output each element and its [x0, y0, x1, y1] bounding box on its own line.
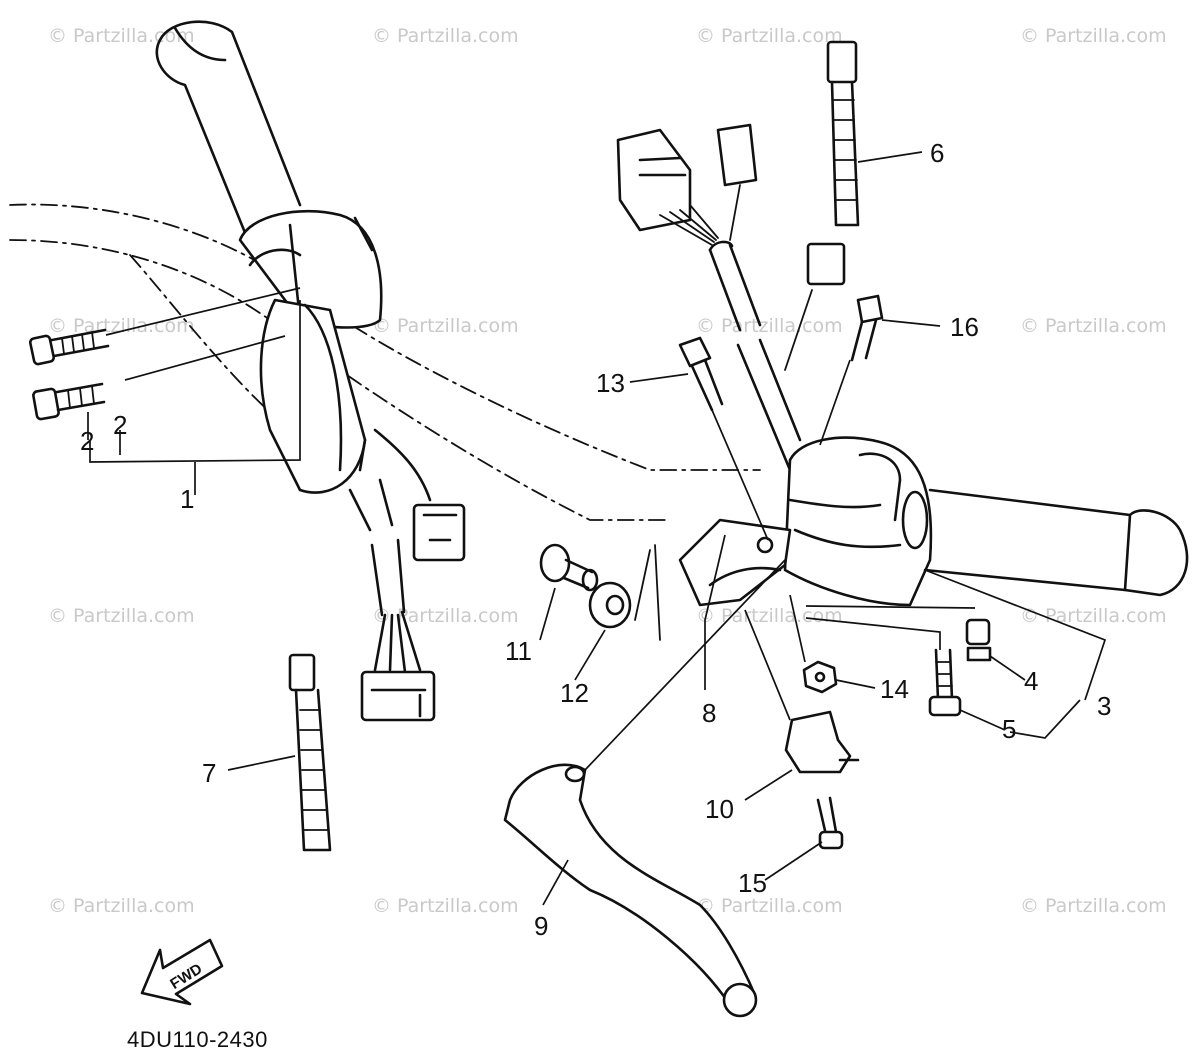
callout-13: 13 [596, 368, 625, 398]
right-switch-housing [783, 436, 933, 607]
screw-4 [965, 618, 992, 662]
lever-bracket-8 [634, 518, 792, 641]
watermark: © Partzilla.com [372, 25, 519, 47]
callout-3: 3 [1097, 691, 1111, 721]
callout-1: 1 [180, 484, 194, 514]
watermark: © Partzilla.com [696, 605, 843, 627]
bolt-16 [850, 294, 884, 362]
callout-4: 4 [1024, 666, 1038, 696]
callout-15: 15 [738, 868, 767, 898]
fwd-arrow: FWD [140, 938, 224, 1006]
bolt-13 [678, 336, 724, 412]
watermark: © Partzilla.com [372, 315, 519, 337]
left-wire-harness [348, 428, 432, 674]
callout-10: 10 [705, 794, 734, 824]
nut-14 [802, 660, 838, 694]
callout-9: 9 [534, 911, 548, 941]
cable-tie-6 [826, 40, 860, 227]
watermark: © Partzilla.com [372, 895, 519, 917]
watermark: © Partzilla.com [696, 25, 843, 47]
screw-15 [816, 796, 844, 850]
drawing-code: 4DU110-2430 [127, 1027, 268, 1052]
right-grip [923, 488, 1189, 597]
harness-connector-small [716, 123, 758, 241]
watermark: © Partzilla.com [372, 605, 519, 627]
connector-left-upper [412, 503, 466, 562]
main-wire-harness [708, 240, 802, 472]
callout-2: 2 [113, 410, 127, 440]
watermark: © Partzilla.com [48, 895, 195, 917]
callout-6: 6 [930, 138, 944, 168]
left-grip [155, 20, 302, 247]
leader-lines [87, 151, 1107, 906]
screw-2-upper [28, 328, 110, 366]
connector-right-small [784, 242, 846, 371]
callout-7: 7 [202, 758, 216, 788]
watermark: © Partzilla.com [48, 315, 195, 337]
callout-14: 14 [880, 674, 909, 704]
watermark: © Partzilla.com [696, 315, 843, 337]
watermark: © Partzilla.com [1020, 25, 1167, 47]
lever-9 [503, 763, 758, 1018]
watermark: © Partzilla.com [696, 895, 843, 917]
screw-2-lower [32, 382, 106, 421]
watermark: © Partzilla.com [1020, 315, 1167, 337]
left-switch-housing [238, 209, 383, 494]
harness-connector-large [616, 128, 719, 246]
connector-left-lower [360, 670, 436, 722]
watermark: © Partzilla.com [48, 605, 195, 627]
callout-2: 2 [80, 426, 94, 456]
watermark-layer: © Partzilla.com © Partzilla.com © Partzi… [48, 25, 1167, 917]
callout-16: 16 [950, 312, 979, 342]
switch-10 [784, 710, 860, 774]
adjuster-12 [588, 581, 632, 629]
cable-tie-7 [288, 653, 332, 852]
watermark: © Partzilla.com [1020, 895, 1167, 917]
callout-5: 5 [1002, 714, 1016, 744]
adjuster-11 [539, 543, 599, 592]
callouts: 1 2 2 3 4 5 6 7 8 9 10 11 12 13 14 15 16 [80, 138, 1111, 941]
handlebar-outline [9, 203, 761, 521]
callout-8: 8 [702, 698, 716, 728]
callout-12: 12 [560, 678, 589, 708]
screw-5 [928, 648, 962, 717]
callout-11: 11 [505, 636, 532, 666]
